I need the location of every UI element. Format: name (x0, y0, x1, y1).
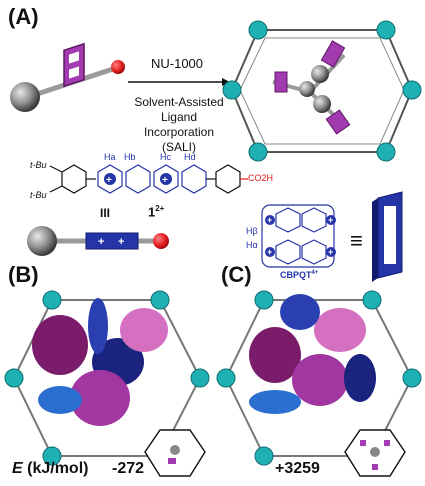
svg-text:+: + (106, 175, 112, 186)
ring-name-text: CBPQT (280, 270, 312, 280)
method-line-4: (SALI) (161, 140, 196, 154)
svg-text:+: + (118, 236, 124, 248)
svg-text:+: + (385, 210, 391, 221)
ligand-dumbbell-3d (10, 42, 125, 112)
dumbbell-label: 1 (148, 204, 156, 220)
ring-name: CBPQT4+ (280, 270, 318, 280)
dumbbell-number: 12+ (148, 204, 164, 219)
panel-c-model (216, 290, 422, 466)
method-line-3: Incorporation (143, 125, 215, 139)
dumbbell-schematic: + + (27, 226, 169, 256)
chemical-structure (49, 164, 248, 194)
ring-h-alpha: Hα (246, 240, 258, 250)
energy-value-c: +3259 (275, 460, 320, 477)
equivalence-symbol: ≡ (350, 228, 363, 253)
svg-text:+: + (328, 247, 333, 257)
svg-text:+: + (267, 247, 272, 257)
ring-h-beta: Hβ (246, 226, 258, 236)
svg-text:+: + (267, 215, 272, 225)
inset-c (344, 429, 406, 477)
cbpqt-structure (261, 204, 335, 268)
method-caption: Solvent-Assisted Ligand Incorporation (S… (120, 95, 238, 155)
h-label-b: Hb (124, 152, 136, 162)
mof-framework (222, 20, 422, 162)
dumbbell-charge: 2+ (155, 204, 165, 213)
reagent-label: NU-1000 (150, 56, 204, 71)
panel-b-label: (B) (8, 262, 39, 287)
energy-value-b: -272 (112, 460, 145, 477)
acid-label: CO2H (248, 173, 274, 183)
h-label-a: Ha (104, 152, 116, 162)
panel-c-label: (C) (221, 262, 252, 287)
tbu-top: t-Bu (30, 160, 47, 170)
svg-text:+: + (162, 175, 168, 186)
panel-a-label: (A) (8, 4, 39, 29)
svg-text:+: + (98, 236, 104, 248)
svg-text:+: + (328, 215, 333, 225)
tbu-bottom: t-Bu (30, 190, 47, 200)
h-label-c: Hc (160, 152, 171, 162)
method-line-1: Solvent-Assisted (134, 95, 224, 109)
inset-b (144, 429, 206, 477)
triple-bar-symbol: III (100, 206, 111, 220)
method-line-2: Ligand (160, 110, 198, 124)
cbpqt-block-icon: + (372, 191, 403, 282)
ring-charge: 4+ (311, 270, 319, 276)
energy-unit: (kJ/mol) (27, 460, 89, 477)
energy-axis-label: E (kJ/mol) (12, 460, 88, 478)
energy-symbol: E (12, 460, 23, 477)
h-label-d: Hd (184, 152, 196, 162)
